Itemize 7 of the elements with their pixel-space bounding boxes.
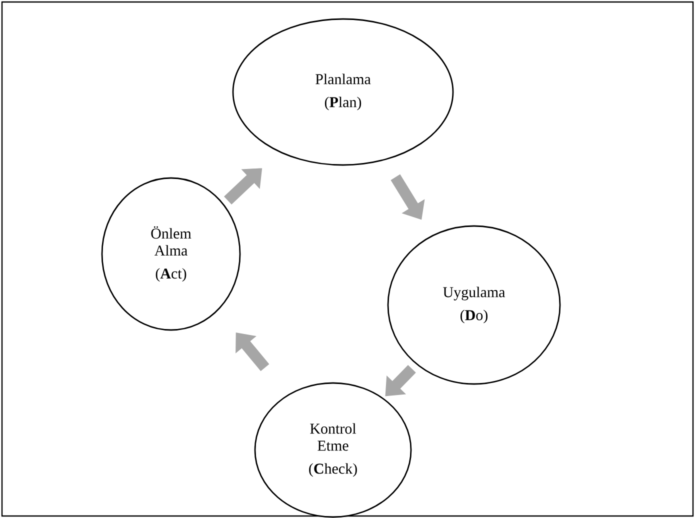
ellipse-node: Planlama (Plan) xyxy=(232,18,454,166)
block-arrow xyxy=(385,364,416,396)
ellipse-node: Uygulama (Do) xyxy=(387,225,561,385)
ellipse-node: Önlem Alma (Act) xyxy=(101,177,241,331)
node-label: (Check) xyxy=(309,463,357,477)
ellipse-node: Kontrol Etme (Check) xyxy=(254,382,412,518)
node-label: Kontrol Etme xyxy=(310,423,356,451)
